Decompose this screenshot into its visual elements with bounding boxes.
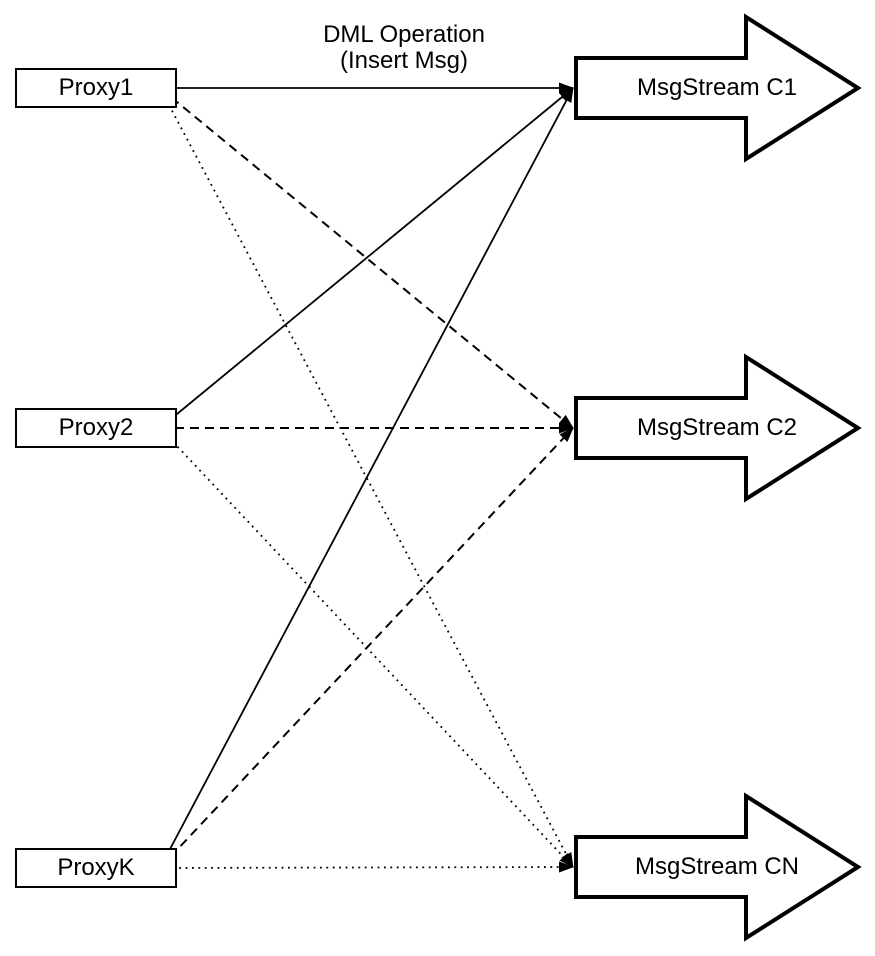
edge-proxyk-msgstream-cn bbox=[159, 861, 574, 873]
dml-operation-label-line2: (Insert Msg) bbox=[339, 47, 468, 74]
dml-operation-label: DML Operation (Insert Msg) bbox=[254, 22, 554, 74]
msgstream-c1-arrow-shape bbox=[574, 13, 862, 163]
msgstream-cn-arrow-shape bbox=[574, 792, 862, 942]
proxy1-node: Proxy1 bbox=[15, 68, 177, 108]
proxy2-node: Proxy2 bbox=[15, 408, 177, 448]
proxy1-node-label: Proxy1 bbox=[58, 74, 134, 101]
proxyk-node: ProxyK bbox=[15, 848, 177, 888]
edge-proxyk-msgstream-c1 bbox=[159, 87, 574, 869]
edge-proxy2-msgstream-cn bbox=[159, 427, 574, 868]
edge-proxy2-msgstream-c1 bbox=[159, 87, 574, 429]
dml-operation-label-line1: DML Operation bbox=[323, 21, 485, 48]
msgstream-c2-arrow-shape bbox=[574, 353, 862, 503]
proxyk-node-label: ProxyK bbox=[57, 854, 135, 881]
proxy2-node-label: Proxy2 bbox=[58, 414, 134, 441]
